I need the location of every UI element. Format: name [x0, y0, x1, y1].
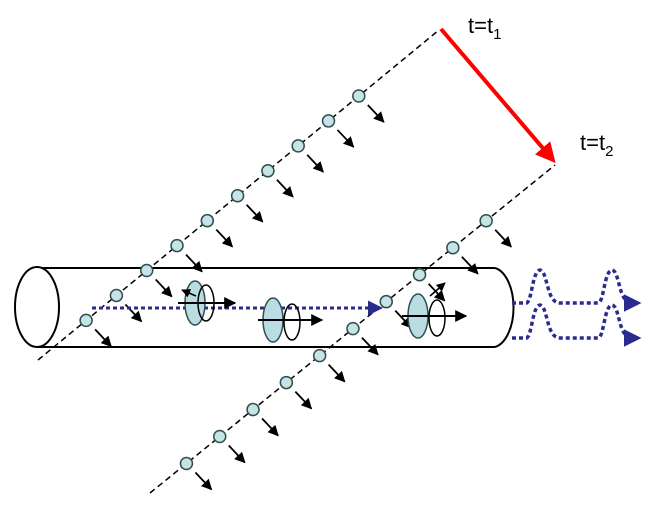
front-t1-particle [200, 213, 215, 228]
particles-t1 [79, 89, 385, 348]
front-t1-particle [170, 238, 184, 253]
front-t1-particle [291, 139, 305, 153]
front-t2-particle [412, 267, 427, 282]
front-t2-motion-arrow [194, 471, 213, 491]
front-t2-particle [246, 402, 260, 417]
wavefront-t1 [37, 29, 440, 361]
output-signal-bottom [512, 303, 642, 347]
front-t2-particle [479, 214, 493, 228]
front-t2-particle [312, 348, 327, 363]
front-t2-motion-arrow [461, 256, 479, 275]
front-t1-motion-arrow [336, 129, 355, 148]
spin-3 [402, 282, 468, 339]
front-t1-particle [79, 313, 93, 328]
front-t2-particle [279, 375, 294, 390]
spin-1 [178, 280, 237, 326]
front-t2-particle [213, 429, 227, 444]
front-t1-motion-arrow [215, 229, 234, 248]
front-t2-particle [446, 240, 460, 255]
front-t1-motion-arrow [94, 328, 112, 348]
front-t1-motion-arrow [185, 253, 203, 273]
output-signal-top [512, 268, 642, 312]
front-t2-particle [346, 321, 360, 336]
front-t1-particle [109, 288, 124, 303]
front-t1-motion-arrow [155, 278, 173, 298]
front-t1-motion-arrow [245, 204, 264, 223]
spin-2 [258, 297, 324, 343]
front-t2-motion-arrow [294, 390, 313, 410]
front-t2-motion-arrow [494, 229, 512, 248]
label-t1: t=t1 [468, 13, 501, 43]
front-t2-motion-arrow [361, 337, 379, 356]
front-t1-particle [352, 89, 366, 103]
front-t2-motion-arrow [427, 283, 446, 302]
front-t2-motion-arrow [261, 417, 279, 437]
front-t1-particle [139, 263, 154, 278]
front-t2-motion-arrow [228, 444, 246, 464]
time-evolution-arrow [439, 27, 556, 164]
particles-t2 [179, 214, 512, 491]
front-t1-motion-arrow [276, 179, 294, 198]
front-t1-particle [321, 114, 336, 128]
front-t2-particle [379, 294, 393, 309]
front-t2-motion-arrow [327, 363, 346, 383]
front-t1-particle [261, 164, 275, 178]
front-t1-motion-arrow [306, 154, 324, 173]
label-t2: t=t2 [580, 130, 613, 160]
front-t1-motion-arrow [367, 104, 385, 123]
front-t1-particle [230, 188, 245, 203]
tube [14, 266, 515, 348]
front-t2-particle [179, 456, 194, 471]
